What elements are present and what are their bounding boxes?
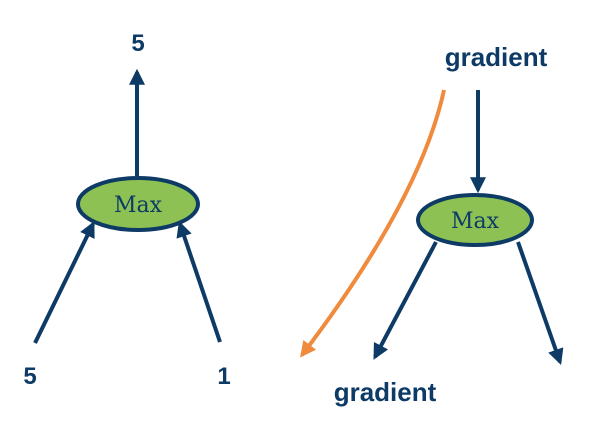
left-forward-graph: Max 5 5 1: [23, 30, 230, 390]
input-left-arrow: [33, 221, 95, 344]
max-node-left-label: Max: [114, 193, 163, 218]
max-node-right-label: Max: [451, 209, 500, 234]
incoming-gradient-label: gradient: [445, 42, 548, 72]
max-node-right: [416, 193, 534, 247]
input-right-value-label: 1: [217, 363, 230, 390]
gradient-routing-arrow: [300, 89, 446, 358]
right-backward-graph: gradient Max gradient: [300, 42, 564, 407]
input-left-value-label: 5: [23, 363, 36, 390]
output-value-label: 5: [131, 30, 144, 57]
outgoing-gradient-label: gradient: [334, 377, 437, 407]
input-right-arrow: [176, 220, 222, 343]
gradient-left-arrow: [373, 241, 438, 360]
gradient-right-arrow: [516, 241, 564, 366]
max-node-left: [76, 176, 200, 232]
